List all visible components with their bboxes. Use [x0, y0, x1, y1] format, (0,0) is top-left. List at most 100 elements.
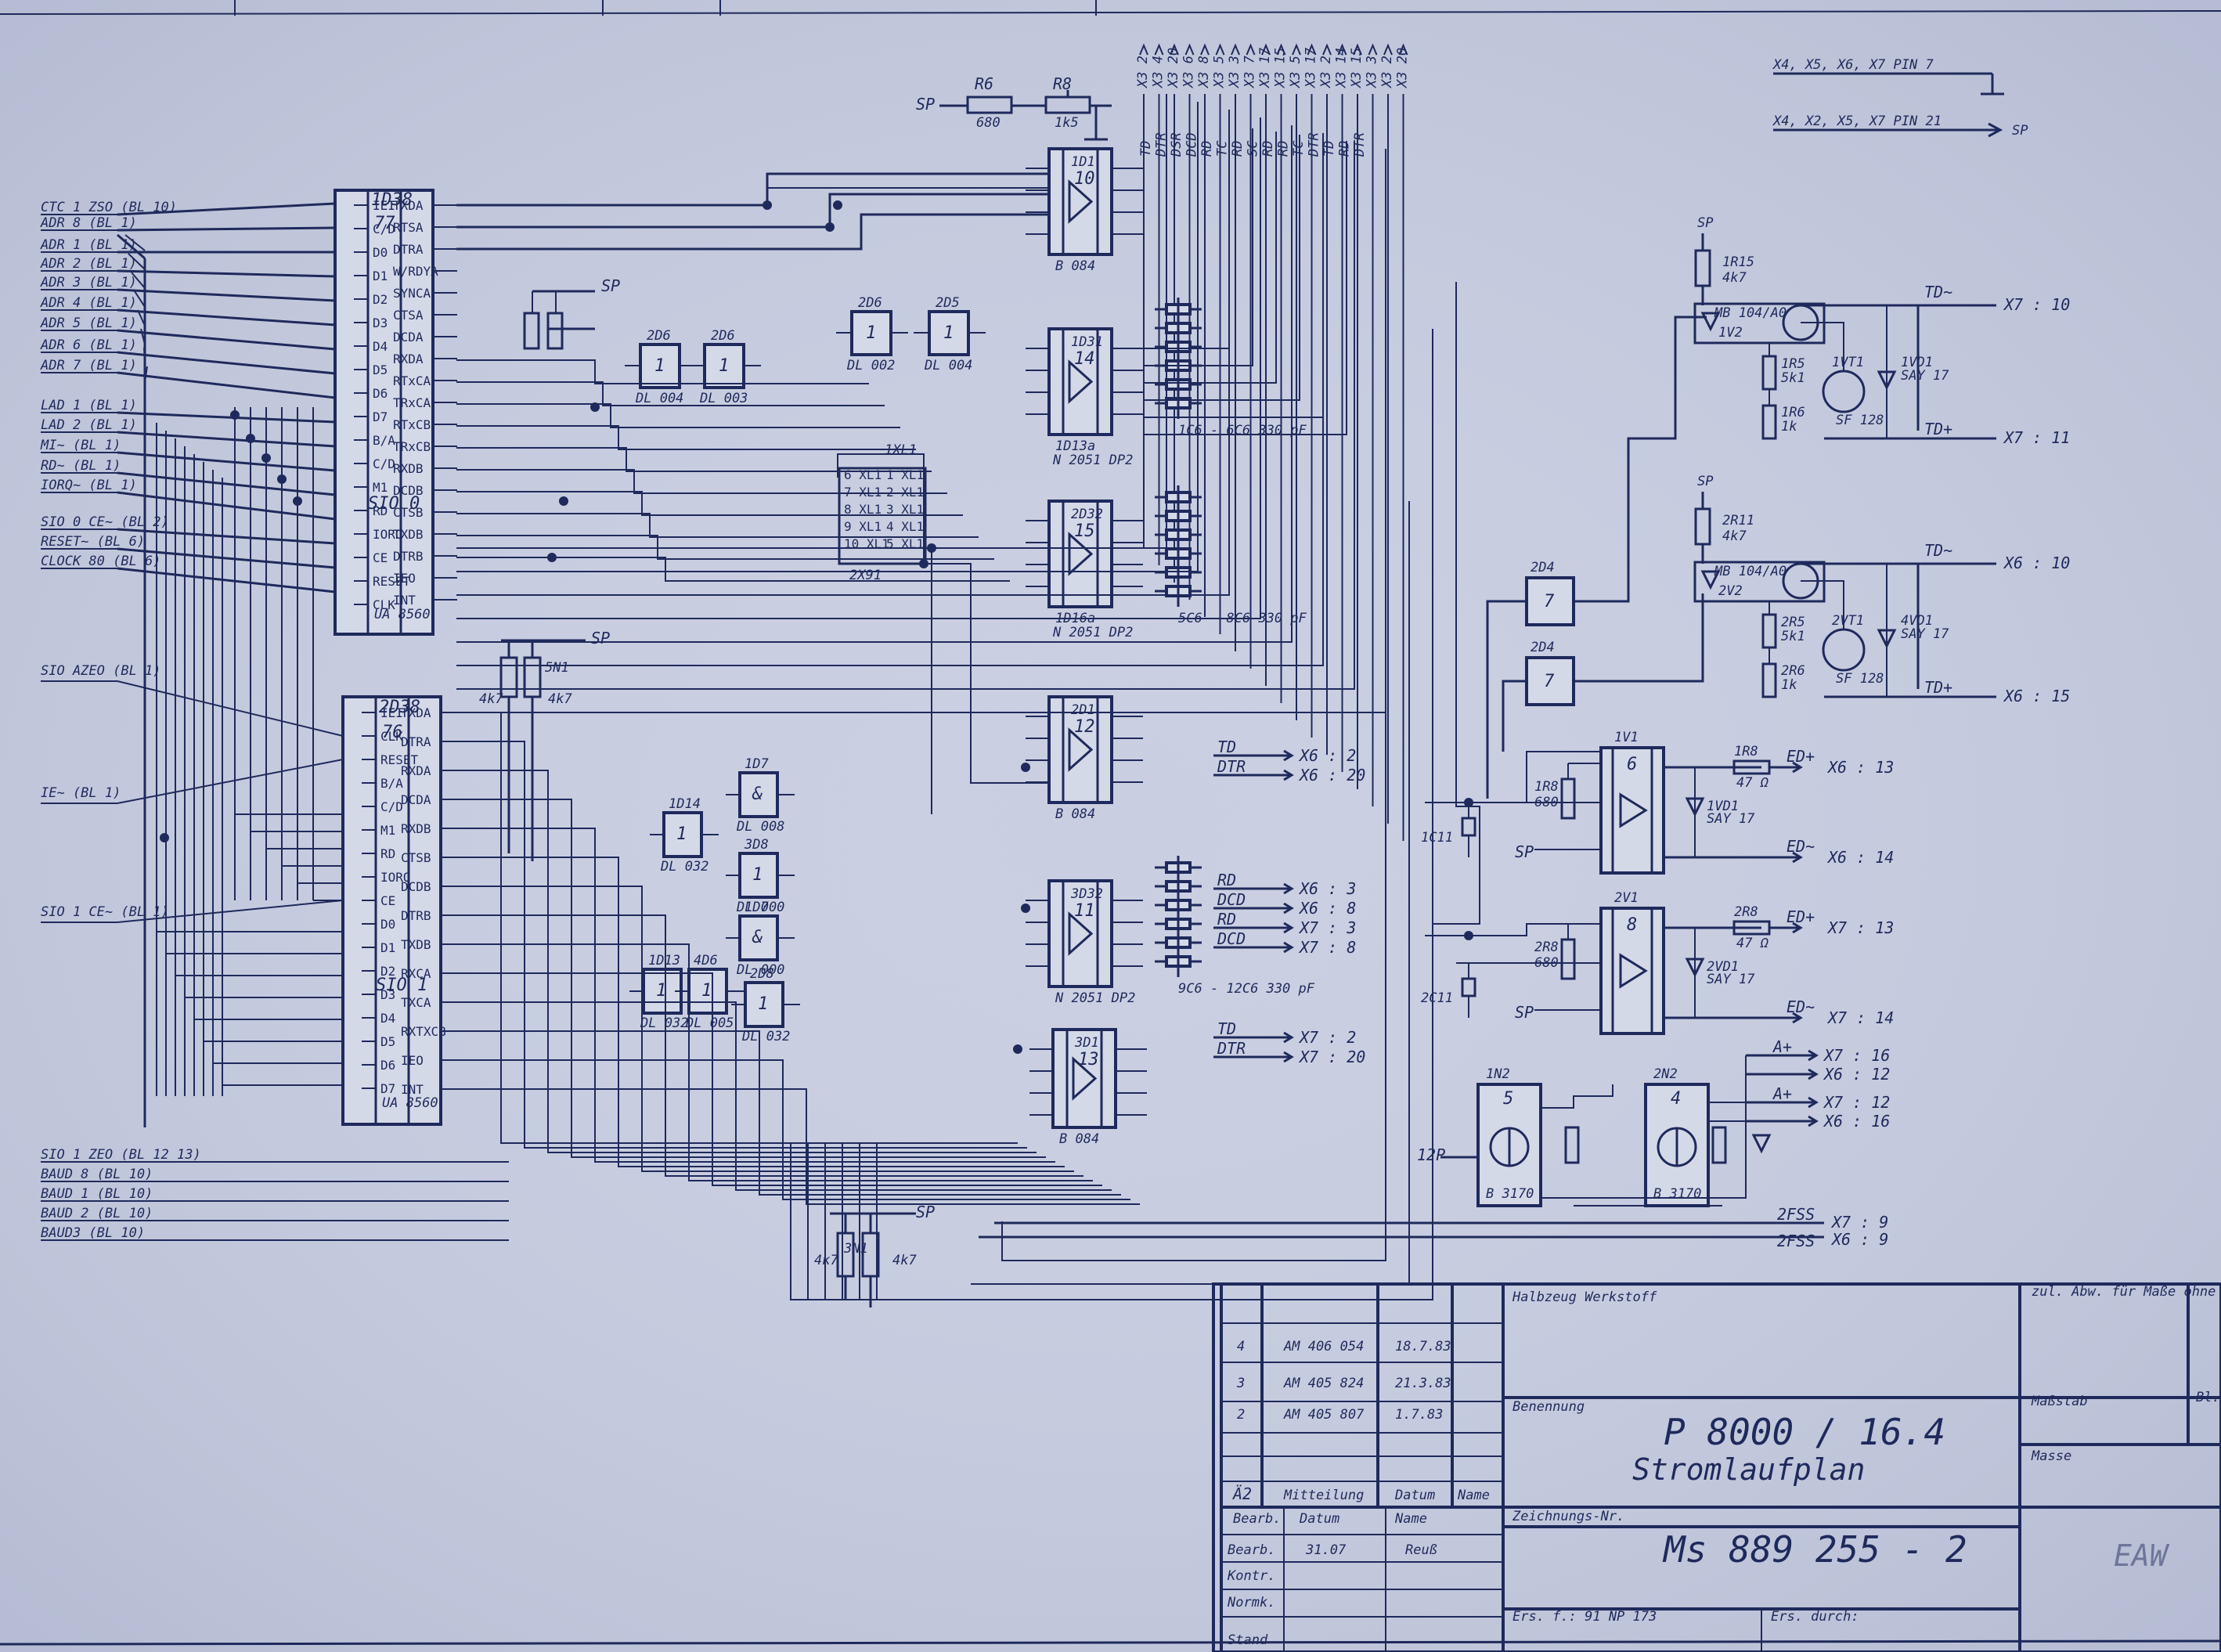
cloop2-num: 8: [1627, 915, 1637, 935]
csrc-zener: [1751, 1134, 1772, 1154]
csrc-r2: [1711, 1126, 1727, 1164]
sio1-right-pin: TXDB: [401, 937, 431, 952]
wire: [117, 491, 336, 521]
tb-bn: Benennung: [1513, 1399, 1585, 1415]
svg-text:2D4: 2D4: [1531, 640, 1555, 655]
wire: [456, 193, 1049, 229]
wire: [131, 272, 146, 289]
bus-pin-number: X3 15: [1273, 48, 1289, 89]
opto2-r-val: 4k7: [1722, 528, 1747, 544]
wire: [464, 943, 1093, 1181]
gate-sub: DL 000: [736, 900, 784, 915]
svg-text:7: 7: [1544, 592, 1555, 611]
bus-pin-number: X3 17: [1303, 47, 1319, 89]
gate-type: 1: [719, 356, 729, 376]
tb-mass: Masse: [2031, 1448, 2071, 1464]
gate-ref: 1D7: [745, 756, 769, 772]
bus-arrow: [1231, 43, 1240, 56]
arrow: [1283, 1051, 1294, 1063]
wire: [464, 914, 1083, 1177]
jumper-item: 9 XL1: [844, 519, 882, 534]
gate-ref: 2D6: [711, 328, 735, 344]
wire: [464, 770, 1037, 1153]
wire: [456, 172, 1049, 207]
sio0-left-pin: D5: [373, 363, 388, 377]
cloop2-cap: 2C11: [1421, 990, 1453, 1006]
sio0-left-pin: C/D: [373, 222, 395, 236]
sio0-left-pin: CLK: [373, 597, 395, 612]
driver-type: N 2051 DP2: [1055, 990, 1135, 1006]
junction-dot: [230, 410, 240, 420]
opto2-d-label: 4VD1: [1901, 613, 1933, 629]
left-signal-label: CLOCK 80 (BL 6): [41, 554, 161, 569]
sio0-ref: 1D38: [371, 190, 413, 210]
driver-num: 11: [1074, 901, 1095, 921]
opto1-r-val: 4k7: [1722, 270, 1747, 286]
arrow: [1283, 769, 1294, 781]
gate-sub: DL 004: [924, 358, 972, 373]
wire: [1143, 141, 1347, 435]
gate-sub: DL 000: [736, 962, 784, 978]
cloop2-o2: ED~: [1787, 997, 1815, 1016]
opto1-out1: TD~: [1924, 283, 1952, 301]
bus-signal-name: TC: [1215, 140, 1231, 157]
csrc-sp: 12P: [1417, 1145, 1445, 1164]
mid-out-target: X7 : 3: [1298, 918, 1356, 937]
cloop1-arrow1: [1792, 761, 1803, 774]
bus-arrow: [1139, 43, 1148, 56]
bus-signal-name: DTR: [1307, 132, 1322, 157]
wire: [456, 102, 1199, 572]
cloop1-rout-label: 1R8: [1734, 744, 1758, 759]
sio0-right-pin: IEO: [393, 571, 416, 586]
sio0-right-pin: RTSA: [393, 220, 424, 235]
gate-type: 1: [676, 824, 687, 844]
wire: [117, 547, 336, 569]
rev-index: 3: [1236, 1376, 1245, 1391]
sio1-num: 76: [382, 723, 403, 742]
cloop1-ic: [1599, 746, 1665, 875]
arrow: [1283, 922, 1294, 934]
cloop2-rout-label: 2R8: [1734, 904, 1758, 920]
csrc-o3-to: X7 : 12: [1823, 1093, 1890, 1112]
bus-arrow: [1215, 43, 1225, 56]
tb-number: Ms 889 255 - 2: [1662, 1528, 1967, 1571]
svg-text:X7 : 9: X7 : 9: [1830, 1213, 1888, 1232]
bus-arrow: [1322, 43, 1332, 56]
gate-sub: DL 002: [846, 358, 895, 373]
driver-sub: N 2051 DP2: [1052, 625, 1133, 640]
gate-ref: 2D6: [647, 328, 671, 344]
sio0-right-pin: W/RDYA: [393, 264, 438, 279]
bus-arrow: [1353, 43, 1362, 56]
csrc-right-num: 4: [1671, 1089, 1681, 1109]
opto2-ref: 2V2: [1718, 583, 1743, 599]
svg-text:Name: Name: [1457, 1488, 1490, 1503]
driver-type: 1D13a: [1055, 438, 1095, 454]
cloop2-arrow1: [1792, 922, 1803, 934]
csrc-o4-arrow: [1808, 1115, 1819, 1127]
csrc-o3-arrow: [1808, 1096, 1819, 1109]
x7-out-target: X7 : 2: [1298, 1028, 1356, 1047]
bus-pin-number: X3 15: [1349, 48, 1365, 89]
wire: [456, 447, 932, 472]
sio0-left-pin: D3: [373, 316, 388, 330]
routing-wires: [456, 94, 1480, 1300]
svg-text:4k7: 4k7: [479, 691, 503, 707]
svg-text:1k5: 1k5: [1055, 115, 1079, 131]
left-signal-label: ADR 7 (BL 1): [40, 358, 137, 373]
opto1-q-val: SF 128: [1836, 413, 1884, 428]
sio0-type: UA 8560: [374, 607, 431, 622]
fss-outputs: 2FSS X7 : 9 2FSS X6 : 9: [979, 1205, 1888, 1250]
gate-ref: 1D14: [669, 796, 701, 812]
bus-arrow: [1154, 43, 1164, 56]
mid-signal-label: SIO 1 CE~ (BL 1): [41, 904, 169, 920]
driver-triangle: [1072, 1056, 1098, 1101]
opto2-out1-to: X6 : 10: [2003, 554, 2070, 572]
left-signal-label: ADR 8 (BL 1): [40, 215, 137, 231]
opto1-ra-val: 5k1: [1781, 370, 1805, 386]
svg-text:X4, X2, X5, X7 PIN 21: X4, X2, X5, X7 PIN 21: [1772, 114, 1942, 129]
bus-pin-number: X3 17: [1257, 47, 1273, 89]
x7-out-target: X7 : 20: [1298, 1048, 1365, 1066]
driver-type: B 084: [1059, 1131, 1099, 1147]
top-right-notes: X4, X5, X6, X7 PIN 7 X4, X2, X5, X7 PIN …: [1772, 57, 2028, 139]
tb-eaw: EAW: [2114, 1538, 2170, 1573]
